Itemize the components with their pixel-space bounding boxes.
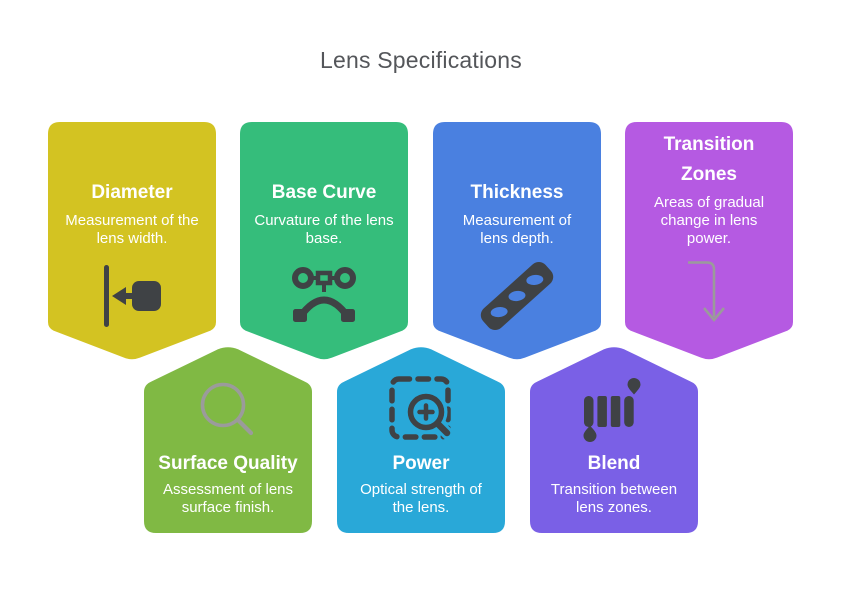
card-shape	[144, 347, 312, 533]
card-shape	[615, 112, 803, 370]
card-blend: Blend Transition between lens zones.	[530, 345, 698, 533]
width-measure-icon	[48, 262, 216, 330]
card-description: Measurement of the lens width.	[65, 212, 199, 247]
blend-tool-icon	[530, 375, 698, 445]
card-transition-zones: Transition Zones Areas of gradual change…	[615, 112, 803, 370]
card-title: Transition Zones	[663, 134, 755, 185]
corner-down-arrow-icon	[625, 261, 793, 330]
magnifier-icon	[144, 375, 312, 445]
card-power: Power Optical strength of the lens.	[337, 345, 505, 533]
card-shape	[530, 347, 698, 533]
card-thickness: Thickness Measurement of lens depth.	[423, 112, 611, 370]
card-description: Optical strength of the lens.	[360, 481, 482, 516]
card-description: Measurement of lens depth.	[462, 212, 572, 247]
card-title: Thickness	[470, 182, 564, 203]
card-diameter: Diameter Measurement of the lens width.	[38, 112, 226, 370]
card-title: Power	[392, 453, 450, 474]
card-shape	[337, 347, 505, 533]
card-title: Surface Quality	[158, 453, 298, 474]
card-shape	[423, 112, 611, 370]
card-shape	[230, 112, 418, 370]
level-tool-icon	[433, 261, 601, 331]
card-description: Areas of gradual change in lens power.	[653, 194, 765, 247]
card-shape	[38, 112, 226, 370]
card-description: Assessment of lens surface finish.	[162, 481, 294, 516]
card-title: Diameter	[91, 182, 173, 203]
card-description: Transition between lens zones.	[550, 481, 678, 516]
card-description: Curvature of the lens base.	[254, 212, 394, 247]
card-title: Blend	[587, 453, 641, 474]
card-surface-quality: Surface Quality Assessment of lens surfa…	[144, 345, 312, 533]
card-base-curve: Base Curve Curvature of the lens base.	[230, 112, 418, 370]
card-title: Base Curve	[271, 182, 377, 203]
zoom-selection-icon	[337, 375, 505, 445]
page-title: Lens Specifications	[320, 47, 522, 73]
bezier-curve-icon	[240, 262, 408, 330]
